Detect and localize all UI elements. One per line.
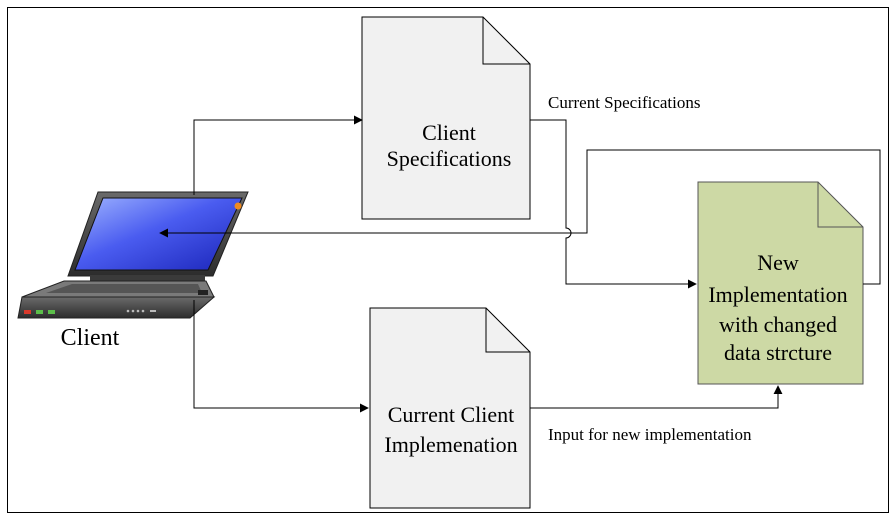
arrow-new-implementation-to-client — [159, 149, 881, 285]
document-current-client-implementation: Current Client Implemenation — [369, 307, 531, 509]
arrow-client-to-current-implementation — [193, 300, 369, 413]
document-new-implementation: New Implementation with changed data str… — [697, 181, 864, 385]
arrow-current-implementation-to-new-implementation — [530, 385, 783, 409]
client-label: Client — [61, 325, 120, 351]
document-client-specifications: Client Specifications — [361, 16, 531, 220]
edge-label-input-for-new-implementation: Input for new implementation — [548, 425, 752, 444]
diagram-frame — [7, 7, 889, 513]
edge-label-current-specifications: Current Specifications — [548, 93, 701, 112]
new-implementation-line1: New — [757, 250, 799, 275]
current-client-implementation-line2: Implemenation — [384, 432, 517, 457]
arrow-specifications-to-new-implementation — [530, 119, 697, 289]
client-specifications-line2: Specifications — [387, 146, 512, 171]
arrow-client-to-specifications — [193, 115, 363, 195]
client-specifications-line1: Client — [422, 120, 476, 145]
new-implementation-line3: with changed — [719, 312, 837, 337]
new-implementation-line4: data strcture — [724, 340, 832, 365]
laptop-icon — [17, 191, 249, 319]
new-implementation-line2: Implementation — [708, 282, 847, 307]
current-client-implementation-line1: Current Client — [388, 402, 514, 427]
